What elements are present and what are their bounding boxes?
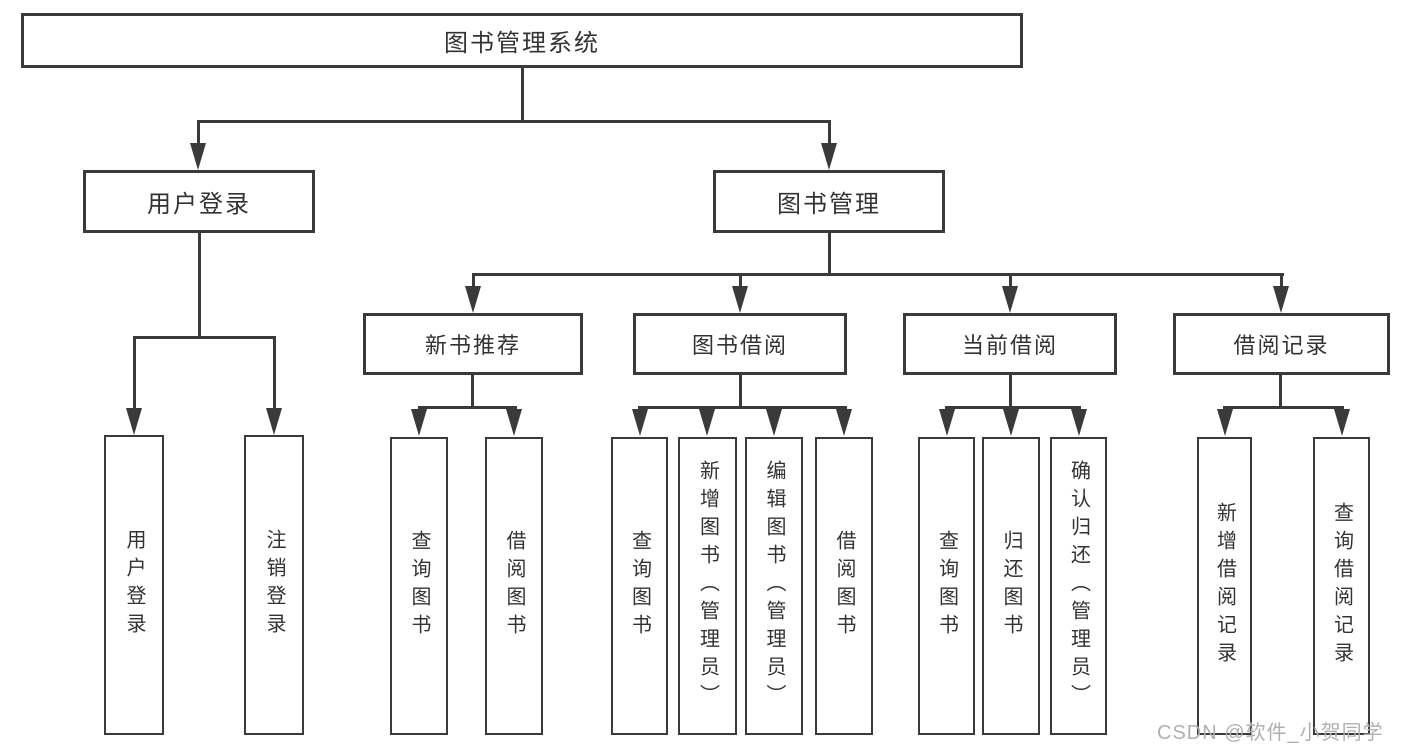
leaf-query-borrow-record: 查询借阅记录: [1313, 437, 1370, 735]
arrow-down-icon: [732, 286, 748, 313]
leaf-query-books-2: 查询图书: [611, 437, 668, 735]
leaf-confirm-return-admin: 确认归还（管理员）: [1050, 437, 1107, 735]
connector-stem-leaf: [273, 336, 276, 411]
leaf-borrow-books-1: 借阅图书: [485, 437, 543, 735]
leaf-add-books-admin: 新增图书（管理员）: [678, 437, 737, 735]
arrow-down-icon: [1071, 409, 1087, 436]
connector-user-login-stem: [198, 233, 201, 337]
leaf-confirm-return-admin-label: 确认归还（管理员）: [1067, 460, 1090, 712]
connector-stem-user-login: [197, 120, 200, 144]
arrow-down-icon: [411, 409, 427, 436]
arrow-down-icon: [1217, 409, 1233, 436]
connector-book-mgmt-stem: [828, 233, 831, 276]
node-borrow-records: 借阅记录: [1173, 313, 1390, 375]
arrow-down-icon: [939, 409, 955, 436]
leaf-borrow-books-2: 借阅图书: [815, 437, 873, 735]
leaf-user-login: 用户登录: [104, 435, 164, 735]
node-borrow-records-label: 借阅记录: [1233, 333, 1330, 358]
leaf-query-borrow-record-label: 查询借阅记录: [1330, 502, 1353, 670]
arrow-down-icon: [1334, 409, 1350, 436]
leaf-edit-books-admin-label: 编辑图书（管理员）: [763, 460, 785, 712]
connector-stem-leaf: [1280, 273, 1283, 287]
node-root-label: 图书管理系统: [444, 30, 600, 57]
connector-current-borrow-stem: [1009, 375, 1012, 409]
node-root: 图书管理系统: [21, 13, 1023, 68]
connector-root-stem: [521, 68, 524, 121]
leaf-borrow-books-2-label: 借阅图书: [833, 530, 855, 642]
leaf-logout-label: 注销登录: [263, 529, 285, 641]
leaf-query-books-1: 查询图书: [390, 437, 448, 735]
leaf-query-books-1-label: 查询图书: [408, 530, 430, 642]
connector-stem-leaf: [1009, 273, 1012, 287]
node-current-borrow-label: 当前借阅: [961, 333, 1058, 358]
arrow-down-icon: [126, 408, 142, 435]
connector-root-bar: [197, 120, 831, 123]
leaf-return-books-label: 归还图书: [1000, 530, 1022, 642]
leaf-query-books-3: 查询图书: [918, 437, 975, 735]
leaf-user-login-label: 用户登录: [123, 529, 145, 641]
arrow-down-icon: [465, 286, 481, 313]
node-current-borrow: 当前借阅: [903, 313, 1117, 375]
node-book-management-label: 图书管理: [777, 191, 881, 218]
leaf-add-books-admin-label: 新增图书（管理员）: [696, 460, 719, 712]
node-book-management: 图书管理: [713, 170, 945, 233]
node-book-borrow: 图书借阅: [633, 313, 847, 375]
connector-book-borrow-bar: [638, 406, 847, 409]
arrow-down-icon: [766, 409, 782, 436]
connector-stem-leaf: [472, 273, 475, 287]
node-book-borrow-label: 图书借阅: [691, 333, 788, 358]
connector-borrow-records-stem: [1279, 375, 1282, 409]
arrow-down-icon: [1273, 286, 1289, 313]
connector-book-borrow-stem: [739, 375, 742, 409]
node-new-book-recommend: 新书推荐: [363, 313, 583, 375]
leaf-logout: 注销登录: [244, 435, 304, 735]
arrow-down-icon: [632, 409, 648, 436]
leaf-add-borrow-record-label: 新增借阅记录: [1213, 502, 1236, 670]
connector-new-books-stem: [471, 375, 474, 409]
leaf-return-books: 归还图书: [982, 437, 1040, 735]
node-new-book-recommend-label: 新书推荐: [424, 333, 521, 358]
node-user-login: 用户登录: [83, 170, 315, 233]
connector-stem-leaf: [133, 336, 136, 411]
connector-new-books-bar: [418, 406, 517, 409]
leaf-query-books-3-label: 查询图书: [935, 530, 958, 642]
connector-user-login-bar: [133, 336, 276, 339]
arrow-down-icon: [266, 408, 282, 435]
connector-stem-book-mgmt: [828, 120, 831, 144]
arrow-down-icon: [836, 409, 852, 436]
csdn-watermark: CSDN @软件_小贺同学: [1157, 722, 1384, 744]
arrow-down-icon: [190, 143, 206, 170]
node-user-login-label: 用户登录: [147, 191, 251, 218]
connector-book-mgmt-bar: [472, 273, 1284, 276]
arrow-down-icon: [1002, 286, 1018, 313]
leaf-borrow-books-1-label: 借阅图书: [503, 530, 525, 642]
connector-borrow-records-bar: [1223, 406, 1344, 409]
arrow-down-icon: [699, 409, 715, 436]
connector-stem-leaf: [739, 273, 742, 287]
leaf-query-books-2-label: 查询图书: [628, 530, 651, 642]
arrow-down-icon: [1003, 409, 1019, 436]
connector-current-borrow-bar: [945, 406, 1081, 409]
arrow-down-icon: [506, 409, 522, 436]
leaf-add-borrow-record: 新增借阅记录: [1197, 437, 1252, 735]
arrow-down-icon: [821, 143, 837, 170]
leaf-edit-books-admin: 编辑图书（管理员）: [745, 437, 803, 735]
